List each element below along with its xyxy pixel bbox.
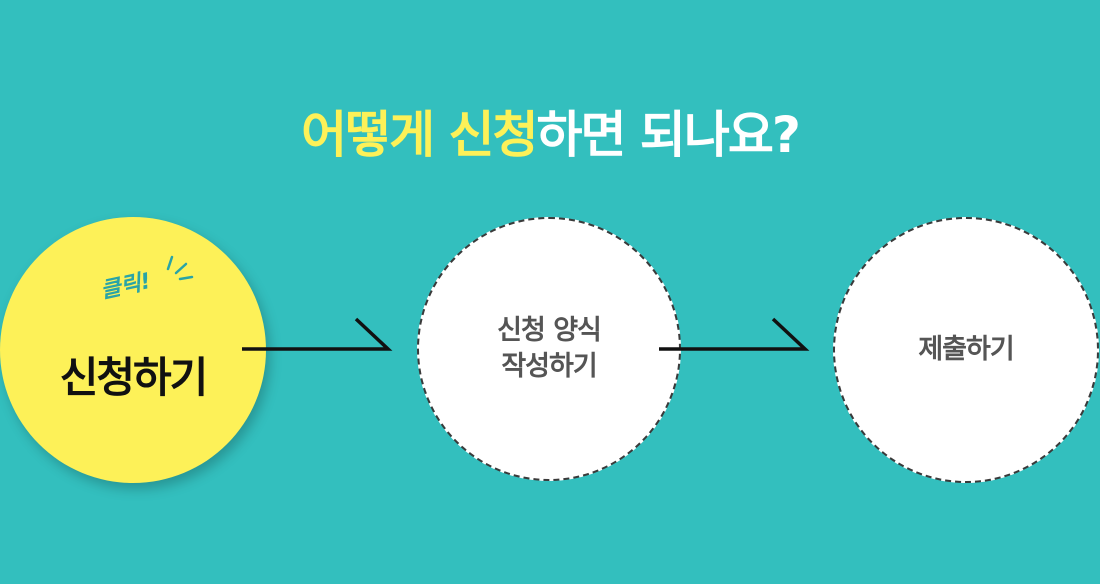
step-3-submit-circle[interactable]: 제출하기 — [833, 217, 1099, 483]
spark-lines-icon — [166, 255, 194, 281]
title-rest: 하면 되나요? — [536, 106, 801, 164]
step-2-form-circle[interactable]: 신청 양식 작성하기 — [417, 217, 681, 481]
step-3-label: 제출하기 — [918, 334, 1014, 365]
step-1-label: 신청하기 — [59, 352, 209, 402]
step-2-label-line2: 작성하기 — [501, 351, 597, 382]
page-title: 어떻게 신청하면 되나요? — [0, 95, 1100, 167]
arrow-right-icon — [242, 317, 393, 351]
step-1-apply-circle[interactable]: 신청하기 — [0, 217, 266, 483]
arrow-right-icon — [659, 317, 810, 351]
step-2-label-line1: 신청 양식 — [497, 315, 602, 346]
title-highlight: 어떻게 신청 — [301, 106, 538, 164]
